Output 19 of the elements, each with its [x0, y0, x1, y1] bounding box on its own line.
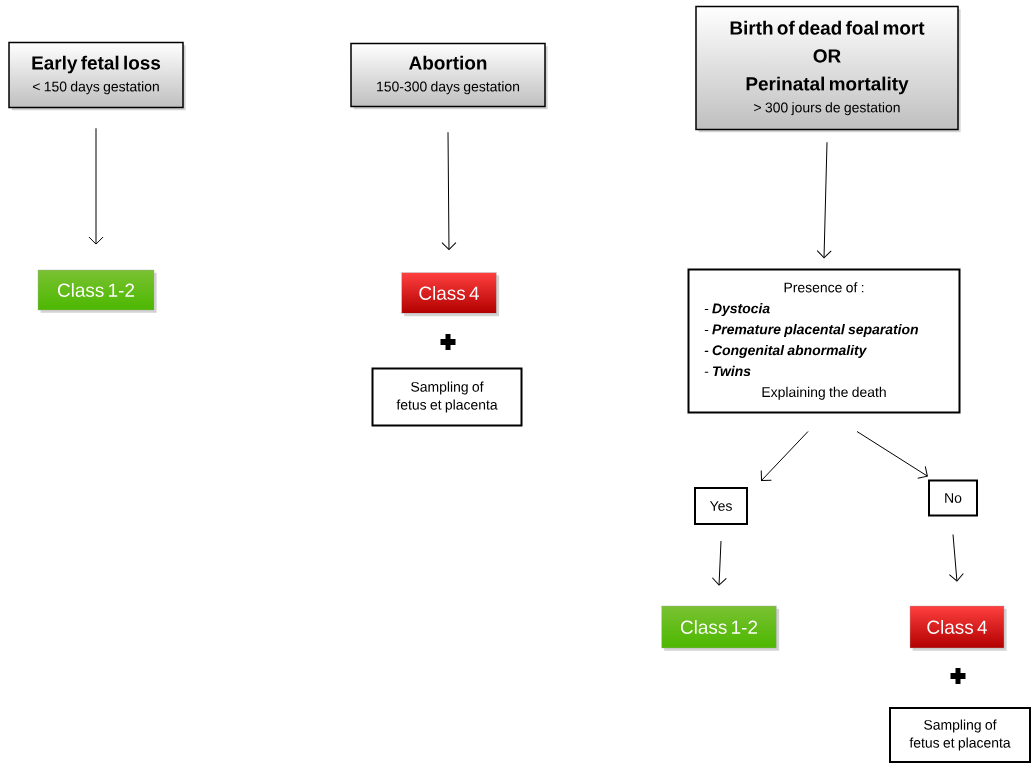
arrow	[760, 431, 809, 481]
arrow	[441, 131, 457, 251]
class-box: Class 4	[401, 272, 500, 317]
answer-box: No	[928, 479, 978, 517]
class-box: Class 1-2	[37, 269, 157, 313]
category-box: Birth of dead foal mort OR Perinatal mortality > 300 jours de gestation	[695, 5, 961, 133]
arrow	[816, 141, 832, 259]
arrow	[856, 431, 928, 479]
category-box: Early fetal loss < 150 days gestation	[8, 41, 186, 111]
arrow	[948, 534, 964, 582]
answer-box: Yes	[694, 487, 748, 525]
criteria-box: Presence of : - Dystocia - Premature placental separation - Congenital abnormality - Twins Explaining the death	[687, 268, 961, 414]
arrow	[88, 127, 104, 245]
arrow	[711, 540, 727, 586]
class-box: Class 1-2	[661, 605, 780, 651]
class-box: Class 4	[909, 605, 1007, 651]
sampling-box: Sampling of fetus et placenta	[371, 367, 523, 427]
sampling-box: Sampling of fetus et placenta	[889, 707, 1031, 763]
category-box: Abortion 150-300 days gestation	[350, 42, 548, 110]
